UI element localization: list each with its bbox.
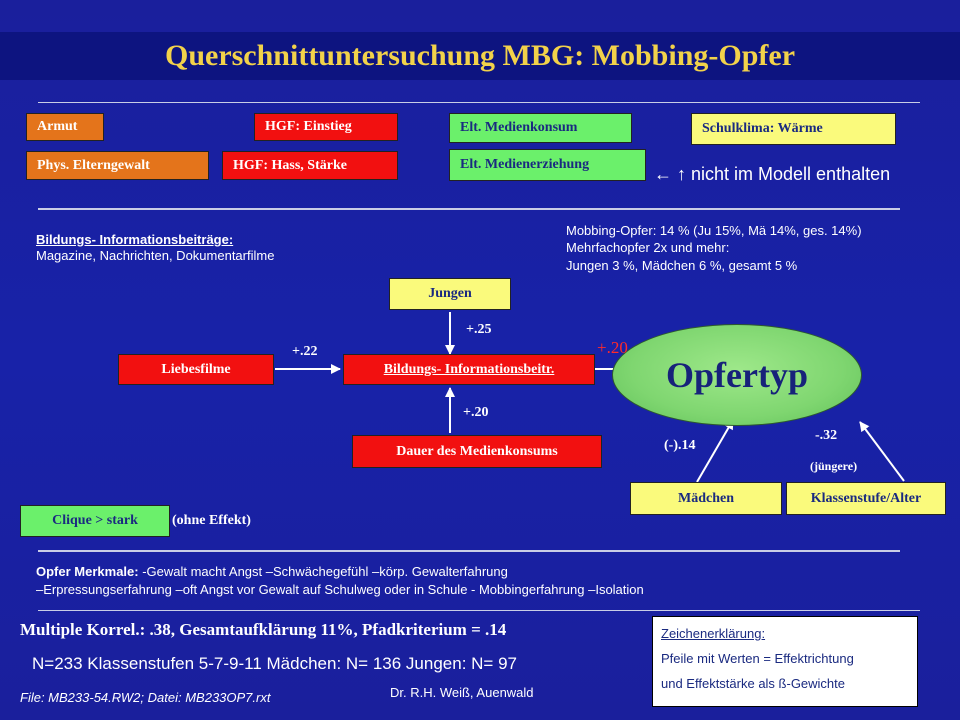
legend-line2: und Effektstärke als ß-Gewichte — [661, 676, 846, 691]
box-schulklima: Schulklima: Wärme — [691, 113, 896, 145]
footer-author: Dr. R.H. Weiß, Auenwald — [390, 685, 534, 700]
box-hgf-einstieg: HGF: Einstieg — [254, 113, 398, 141]
coef-bildung-opfer: +.20 — [597, 338, 628, 357]
node-opfertyp: Opfertyp — [612, 324, 862, 426]
arrow-klasse-opfer — [859, 421, 905, 482]
opfer-merkmale-label: Opfer Merkmale: — [36, 564, 139, 579]
legend-line1: Pfeile mit Werten = Effektrichtung — [661, 651, 854, 666]
divider-middle — [38, 208, 900, 210]
opfer-merkmale-text: -Gewalt macht Angst –Schwächegefühl –kör… — [138, 564, 508, 579]
node-dauer-medienkonsum: Dauer des Medienkonsums — [352, 435, 602, 468]
arrow-maedchen-opfer — [696, 419, 734, 483]
coef-jungen-bildung: +.25 — [466, 322, 492, 337]
bildungs-info-text: Magazine, Nachrichten, Dokumentarfilme — [36, 248, 275, 263]
opfer-merkmale-line2: –Erpressungserfahrung –oft Angst vor Gew… — [36, 582, 644, 597]
divider-top — [38, 102, 920, 103]
page-title: Querschnittuntersuchung MBG: Mobbing-Opf… — [0, 32, 960, 80]
node-clique: Clique > stark — [20, 505, 170, 537]
divider-bottom — [38, 610, 920, 611]
node-jungen: Jungen — [389, 278, 511, 310]
box-phys-elterngewalt: Phys. Elterngewalt — [26, 151, 209, 180]
node-bildungs-beitraege: Bildungs- Informationsbeitr. — [343, 354, 595, 385]
legend-title: Zeichenerklärung: — [661, 626, 766, 641]
coef-maedchen-opfer: (-).14 — [664, 438, 696, 453]
coef-klasse-note: (jüngere) — [810, 459, 858, 473]
bildungs-info-heading: Bildungs- Informationsbeiträge: — [36, 232, 234, 247]
footer-sample: N=233 Klassenstufen 5-7-9-11 Mädchen: N=… — [32, 654, 517, 673]
coef-dauer-bildung: +.20 — [463, 405, 489, 420]
mobbing-stats-line: Jungen 3 %, Mädchen 6 %, gesamt 5 % — [566, 258, 798, 273]
box-hgf-hass: HGF: Hass, Stärke — [222, 151, 398, 180]
coef-klasse-opfer: -.32 — [815, 428, 838, 443]
node-maedchen: Mädchen — [630, 482, 782, 515]
mobbing-stats-line: Mobbing-Opfer: 14 % (Ju 15%, Mä 14%, ges… — [566, 223, 862, 238]
node-klassenstufe: Klassenstufe/Alter — [786, 482, 946, 515]
legend-box: Zeichenerklärung: Pfeile mit Werten = Ef… — [652, 616, 918, 707]
opfer-merkmale-line1: Opfer Merkmale: -Gewalt macht Angst –Sch… — [36, 564, 508, 580]
node-liebesfilme: Liebesfilme — [118, 354, 274, 385]
footer-multiple-korrel: Multiple Korrel.: .38, Gesamtaufklärung … — [20, 620, 507, 639]
mobbing-stats-line: Mehrfachopfer 2x und mehr: — [566, 240, 730, 255]
divider-lower — [38, 550, 900, 552]
box-elt-medienkonsum: Elt. Medienkonsum — [449, 113, 632, 143]
box-elt-medienerziehung: Elt. Medienerziehung — [449, 149, 646, 181]
box-armut: Armut — [26, 113, 104, 141]
coef-liebes-bildung: +.22 — [292, 344, 318, 359]
not-in-model-note: ← ↑ nicht im Modell enthalten — [654, 164, 891, 184]
clique-note: (ohne Effekt) — [172, 513, 251, 528]
footer-file: File: MB233-54.RW2; Datei: MB233OP7.rxt — [20, 690, 271, 705]
